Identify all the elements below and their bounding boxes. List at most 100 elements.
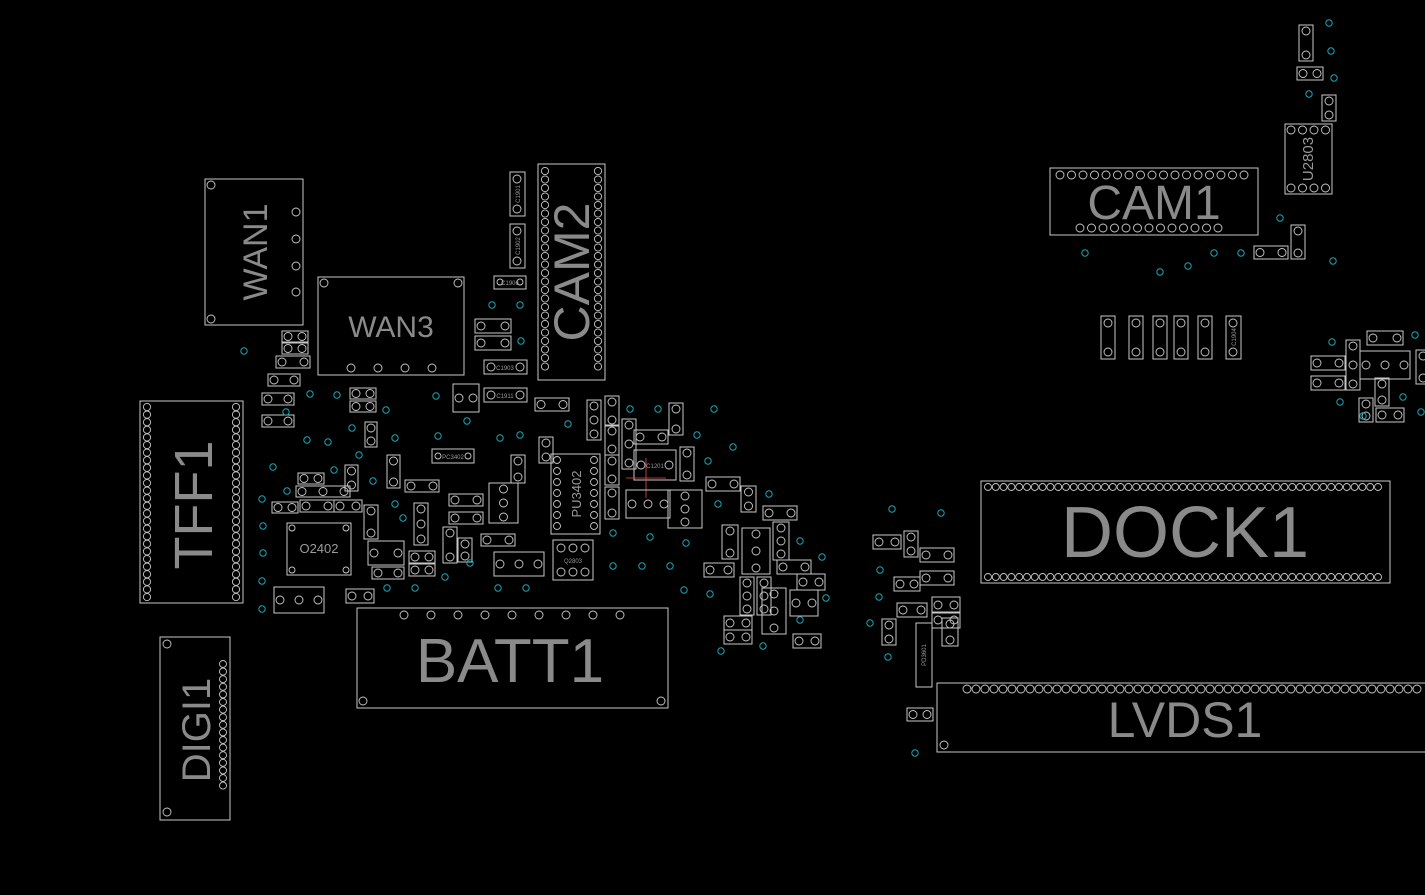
- pad: [1131, 347, 1141, 357]
- pad: [1075, 223, 1085, 233]
- pad: [1298, 183, 1307, 193]
- component-c1904[interactable]: C1904: [1225, 315, 1242, 360]
- via: [710, 405, 718, 413]
- via: [330, 466, 338, 474]
- pad: [1377, 410, 1387, 420]
- part-outline: [1358, 397, 1374, 423]
- component-wan1[interactable]: WAN1: [204, 178, 304, 326]
- via: [1184, 262, 1192, 270]
- pad: [874, 537, 884, 547]
- pad: [219, 690, 227, 699]
- component-cam2[interactable]: CAM2: [537, 163, 606, 381]
- cap-outline: [1173, 315, 1189, 360]
- component-q2803[interactable]: Q2803: [552, 539, 594, 581]
- pad: [1202, 223, 1211, 233]
- pad: [1319, 573, 1328, 581]
- pad: [1241, 684, 1251, 694]
- component-c1201[interactable]: C1201: [633, 449, 677, 481]
- via: [693, 431, 701, 439]
- part-outline: [1310, 355, 1346, 371]
- pad: [1043, 684, 1053, 694]
- via: [1237, 249, 1245, 257]
- pad: [680, 491, 690, 501]
- part-outline: [679, 446, 695, 482]
- component-c1902[interactable]: C1902: [509, 223, 526, 269]
- component-c1903[interactable]: C1903: [483, 359, 528, 375]
- pad: [1186, 573, 1195, 581]
- pad: [1350, 573, 1359, 581]
- part-outline: [349, 400, 377, 413]
- component-cam1[interactable]: CAM1: [1049, 167, 1259, 236]
- pad: [593, 183, 603, 193]
- pad: [1046, 483, 1055, 491]
- pad: [884, 620, 894, 630]
- pad: [1272, 573, 1281, 581]
- component-o2402[interactable]: O2402: [286, 522, 352, 576]
- component-pd3601[interactable]: PD3601: [915, 622, 933, 688]
- component-dock1[interactable]: DOCK1: [980, 480, 1391, 584]
- component-c1911[interactable]: C1911: [483, 387, 528, 403]
- pad: [540, 353, 550, 363]
- component-digi1[interactable]: DIGI1: [159, 636, 231, 821]
- pad: [507, 610, 517, 620]
- pad: [1286, 684, 1296, 694]
- pad: [1159, 170, 1168, 180]
- component-wan3[interactable]: WAN3: [317, 276, 465, 376]
- part-outline: [273, 586, 325, 614]
- component-c1906[interactable]: C1906: [493, 275, 527, 290]
- pad: [1147, 573, 1156, 581]
- component-c1901[interactable]: C1901: [509, 171, 526, 217]
- component-pc3402[interactable]: PC3402: [431, 448, 475, 464]
- pad: [351, 389, 361, 398]
- pad: [1232, 684, 1242, 694]
- component-lvds1[interactable]: LVDS1: [936, 682, 1425, 753]
- via: [348, 424, 356, 432]
- pad: [1342, 573, 1351, 581]
- pad: [283, 332, 293, 341]
- pad: [416, 504, 426, 514]
- via: [1336, 398, 1344, 406]
- pad: [1225, 483, 1234, 491]
- pad: [943, 550, 953, 560]
- component-batt1[interactable]: BATT1: [356, 607, 669, 709]
- pad: [1200, 347, 1210, 357]
- pad: [1286, 183, 1296, 193]
- pad: [1210, 573, 1219, 581]
- part-outline: [408, 550, 436, 564]
- pad: [1077, 483, 1086, 491]
- pad: [1113, 170, 1122, 180]
- pad: [1140, 573, 1148, 581]
- pad: [347, 591, 357, 601]
- pad: [219, 766, 227, 775]
- via: [324, 438, 332, 446]
- pad: [504, 535, 514, 545]
- pad: [671, 404, 681, 414]
- via: [333, 391, 341, 399]
- pad: [1160, 684, 1170, 694]
- part-outline: [893, 576, 921, 592]
- via: [818, 553, 826, 561]
- pad: [365, 389, 375, 398]
- pad: [1377, 395, 1387, 405]
- pad: [590, 456, 598, 464]
- pad: [1331, 684, 1341, 694]
- pad: [776, 523, 786, 533]
- cap-outline: [1197, 315, 1213, 360]
- pad: [906, 532, 916, 542]
- part-outline: [345, 588, 375, 604]
- via: [876, 566, 884, 574]
- pad: [593, 294, 603, 303]
- component-tff1[interactable]: TFF1: [139, 400, 244, 604]
- part-outline: [756, 576, 772, 616]
- pad: [624, 420, 634, 430]
- component-u2803[interactable]: U2803: [1284, 123, 1333, 195]
- pad: [593, 285, 603, 295]
- component-pu3402[interactable]: PU3402: [550, 453, 601, 535]
- via: [258, 577, 266, 585]
- via: [463, 417, 471, 425]
- part-outline: [633, 429, 669, 445]
- pad: [540, 285, 550, 295]
- pad: [751, 546, 761, 556]
- pad: [1196, 684, 1206, 694]
- via: [866, 619, 874, 627]
